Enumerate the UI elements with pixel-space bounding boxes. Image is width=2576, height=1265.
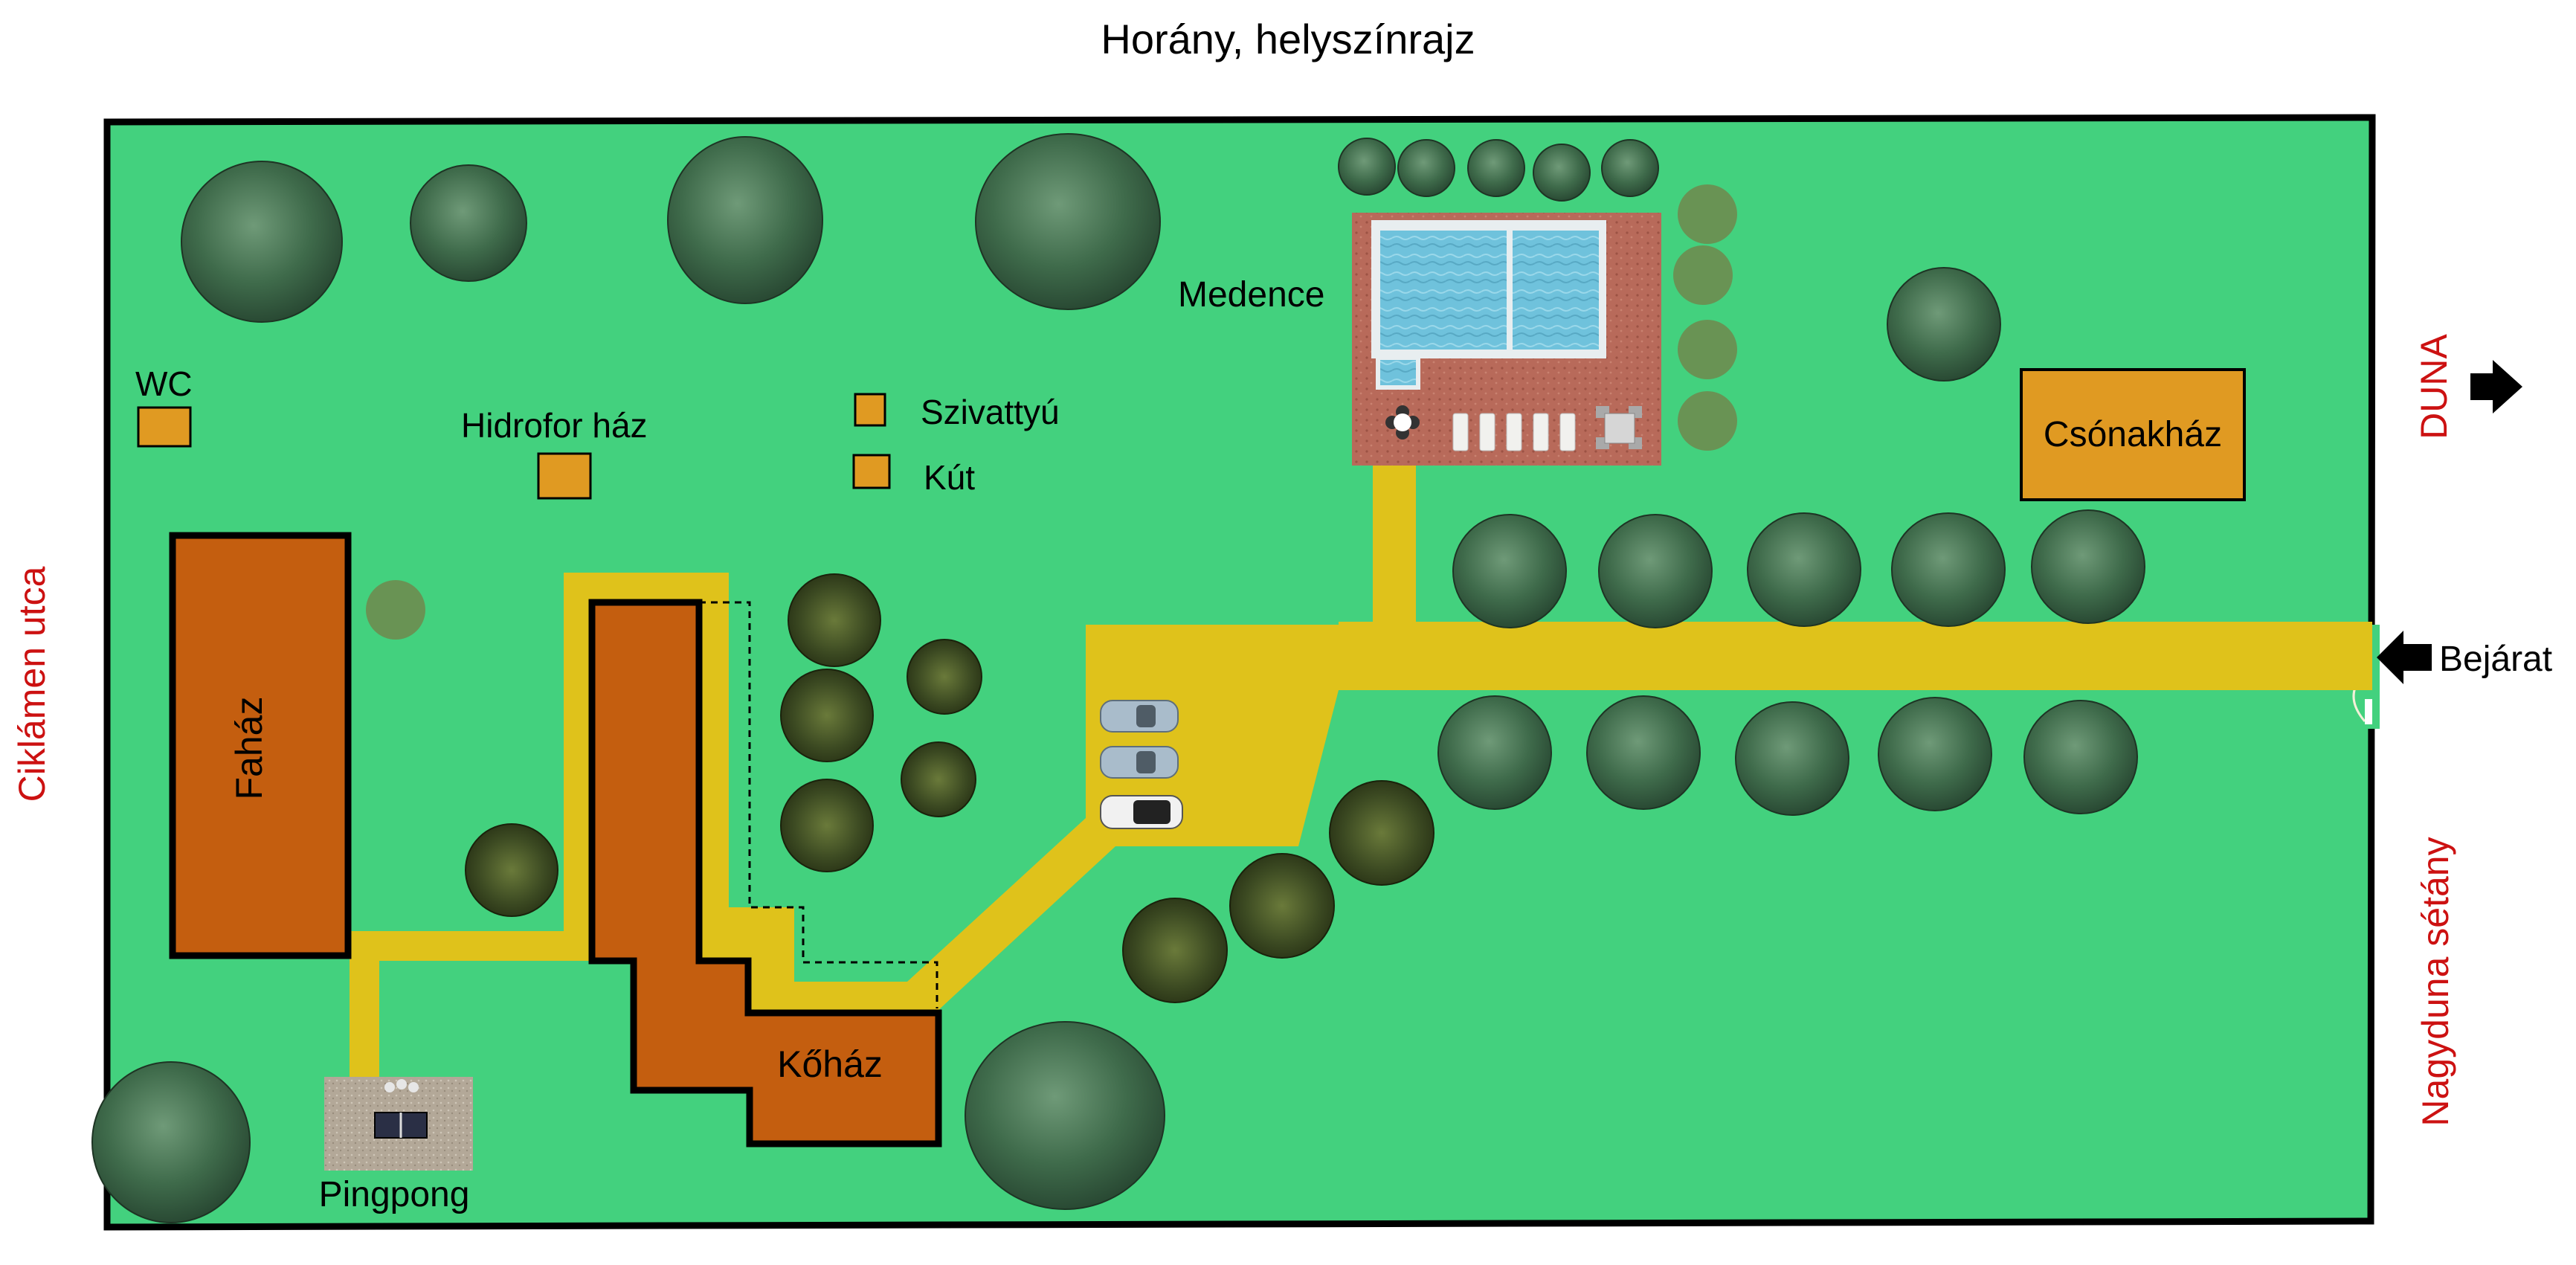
entrance-label: Bejárat (2439, 640, 2552, 679)
map-title: Horány, helyszínrajz (1101, 16, 1475, 62)
conifer (901, 741, 976, 817)
shrub (1397, 139, 1455, 197)
tree (667, 136, 823, 304)
shrub (1338, 138, 1396, 196)
conifer (788, 573, 881, 667)
hidrofor-label: Hidrofor ház (461, 406, 648, 445)
fahaz-walkway (350, 931, 595, 961)
pool-path (1373, 465, 1416, 632)
conifer (780, 669, 874, 762)
shrub (1601, 139, 1659, 197)
trees-conifer (465, 573, 1434, 1003)
pingpong-seat (384, 1082, 395, 1092)
pingpong-label: Pingpong (319, 1175, 470, 1214)
entrance-arrow-icon (2377, 631, 2432, 684)
car (1100, 700, 1179, 733)
car-roof (1133, 800, 1171, 824)
parked-cars (1100, 700, 1183, 829)
conifer (465, 823, 558, 917)
pump-label: Szivattyú (921, 393, 1060, 431)
pool-water-left (1380, 231, 1507, 350)
pool-side-shrubs (366, 184, 1737, 640)
patio-table (1394, 413, 1411, 431)
pingpong-seat (396, 1079, 407, 1089)
car (1100, 746, 1179, 779)
building-kohaz-label: Kőház (777, 1043, 883, 1085)
pingpong-seat (408, 1082, 419, 1092)
tree (1891, 512, 2006, 627)
building-fahaz-label: Faház (228, 697, 270, 800)
sun-loungers (1452, 413, 1576, 451)
left-walkway-vertical (564, 573, 593, 944)
conifer (1229, 853, 1335, 959)
street-left-label: Ciklámen utca (11, 566, 53, 802)
patio-table-round (1385, 405, 1420, 440)
main-driveway (1339, 622, 2372, 690)
wc-label: WC (135, 364, 193, 403)
building-kohaz (588, 599, 942, 1147)
conifer (780, 779, 874, 872)
tree (1747, 512, 1861, 627)
patio-table (1604, 413, 1635, 444)
sun-lounger (1559, 413, 1576, 451)
tree (965, 1021, 1165, 1210)
tree (2023, 700, 2138, 814)
pool-water-right (1513, 231, 1599, 350)
car (1100, 795, 1183, 829)
sun-lounger (1452, 413, 1469, 451)
gate-post (2365, 699, 2372, 724)
pool-step-water (1380, 360, 1416, 385)
conifer (907, 639, 982, 715)
shrub (1533, 144, 1591, 202)
car-windshield (1136, 751, 1156, 773)
building-fahaz (169, 532, 352, 959)
parking-area (1086, 625, 1376, 846)
tree (975, 133, 1161, 310)
sun-lounger (1479, 413, 1495, 451)
tree (1598, 514, 1713, 628)
tree (1452, 514, 1567, 628)
well-label: Kút (924, 458, 975, 497)
wc-hut (137, 406, 192, 448)
tree (181, 161, 343, 323)
sun-lounger (1533, 413, 1549, 451)
building-csonakhaz-label: Csónakház (2044, 415, 2222, 454)
shrub (1678, 184, 1737, 244)
shrub (366, 580, 425, 640)
tree (1887, 267, 2001, 382)
tree (1735, 701, 1849, 816)
patio-table-square (1596, 406, 1642, 449)
conifer (1122, 898, 1228, 1003)
tree (1586, 695, 1701, 810)
trees-broadleaf (91, 133, 2145, 1223)
car-windshield (1136, 705, 1156, 727)
tree (1878, 697, 1992, 811)
kohaz-extension-outline (699, 601, 938, 1008)
street-right-label: Nagyduna sétány (2415, 837, 2456, 1126)
hidrofor-hut (537, 452, 592, 500)
tree (2031, 509, 2145, 624)
building-csonakhaz (2020, 368, 2246, 501)
conifer (1329, 780, 1434, 886)
hedge-row (1338, 138, 1659, 202)
tree (91, 1061, 251, 1223)
shrub (1678, 391, 1737, 451)
shrub (1678, 320, 1737, 379)
well-box (852, 454, 891, 489)
tree (410, 164, 527, 282)
pump-box (854, 393, 886, 427)
parking-connector (907, 818, 1115, 1011)
river-label: DUNA (2413, 334, 2455, 440)
river-arrow-icon (2470, 360, 2522, 413)
pingpong-walkway (350, 931, 379, 1080)
pool-label: Medence (1178, 275, 1324, 315)
sun-lounger (1506, 413, 1522, 451)
shrub (1673, 245, 1733, 305)
pool-area (1352, 213, 1661, 466)
tree (1437, 695, 1552, 810)
shrub (1467, 139, 1525, 197)
